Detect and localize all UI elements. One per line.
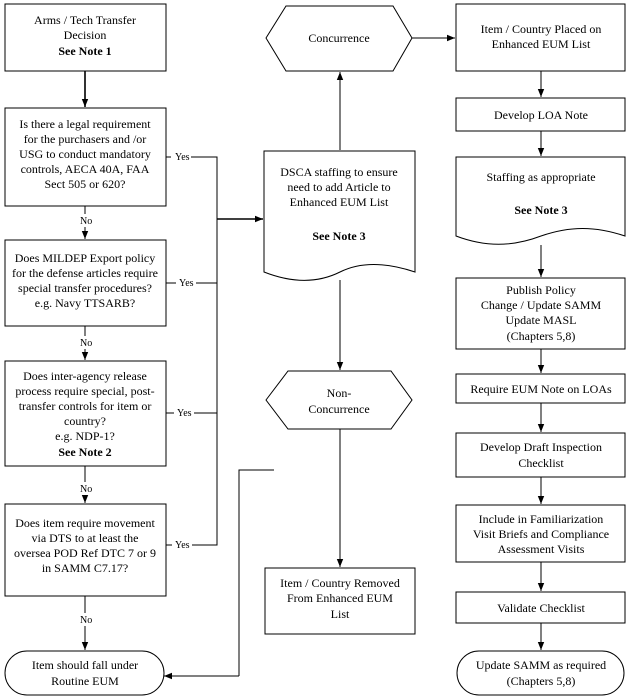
- yes-line-dts: [166, 219, 218, 546]
- svg-text:Require EUM Note on LOAs: Require EUM Note on LOAs: [470, 382, 612, 396]
- svg-text:process require special, post-: process require special, post-: [15, 384, 154, 398]
- svg-text:USG to conduct mandatory: USG to conduct mandatory: [19, 147, 151, 161]
- yes-label: Yes: [179, 278, 194, 289]
- svg-text:Include in Familiarization: Include in Familiarization: [479, 512, 604, 526]
- svg-text:Routine EUM: Routine EUM: [51, 674, 119, 688]
- svg-text:Arms / Tech Transfer: Arms / Tech Transfer: [34, 13, 136, 27]
- node-publish-policy: Publish Policy Change / Update SAMM Upda…: [455, 277, 626, 350]
- svg-text:From Enhanced EUM: From Enhanced EUM: [287, 591, 393, 605]
- node-staffing: Staffing as appropriate See Note 3: [455, 156, 626, 245]
- svg-text:See Note 3: See Note 3: [312, 229, 365, 243]
- svg-text:country?: country?: [64, 414, 106, 428]
- svg-text:Develop Draft Inspection: Develop Draft Inspection: [480, 440, 602, 454]
- node-update-samm: Update SAMM as required (Chapters 5,8): [456, 650, 625, 696]
- node-validate: Validate Checklist: [455, 591, 626, 624]
- svg-text:Item should fall under: Item should fall under: [32, 658, 138, 672]
- svg-text:for the purchasers and /or: for the purchasers and /or: [24, 132, 147, 146]
- node-mildep-policy: Does MILDEP Export policy for the defens…: [4, 239, 167, 327]
- no-label: No: [80, 484, 92, 495]
- node-require-eum: Require EUM Note on LOAs: [455, 373, 626, 404]
- nonconcurrence-return-line: [238, 469, 274, 676]
- branch-labels: Yes Yes Yes Yes No No No No: [78, 150, 196, 626]
- svg-text:Publish Policy: Publish Policy: [506, 283, 576, 297]
- svg-text:(Chapters 5,8): (Chapters 5,8): [507, 329, 576, 343]
- yes-label: Yes: [175, 152, 190, 163]
- node-familiarization: Include in Familiarization Visit Briefs …: [455, 504, 626, 563]
- node-routine-eum: Item should fall under Routine EUM: [4, 650, 165, 696]
- svg-text:controls, AECA 40A, FAA: controls, AECA 40A, FAA: [21, 162, 150, 176]
- svg-text:Item / Country Placed on: Item / Country Placed on: [481, 22, 602, 36]
- svg-text:oversea POD Ref DTC 7 or 9: oversea POD Ref DTC 7 or 9: [14, 546, 156, 560]
- svg-text:e.g. NDP-1?: e.g. NDP-1?: [55, 429, 115, 443]
- svg-text:Sect 505 or 620?: Sect 505 or 620?: [45, 177, 126, 191]
- svg-text:Update MASL: Update MASL: [506, 313, 577, 327]
- no-label: No: [80, 216, 92, 227]
- svg-text:transfer controls for item or: transfer controls for item or: [19, 399, 152, 413]
- yes-label: Yes: [175, 540, 190, 551]
- node-legal-requirement: Is there a legal requirement for the pur…: [4, 107, 167, 207]
- svg-text:Is there a legal requirement: Is there a legal requirement: [19, 117, 151, 131]
- node-placed: Item / Country Placed on Enhanced EUM Li…: [455, 3, 626, 72]
- svg-text:Update SAMM as required: Update SAMM as required: [476, 658, 606, 672]
- svg-text:(Chapters 5,8): (Chapters 5,8): [507, 674, 576, 688]
- svg-text:DSCA staffing to ensure: DSCA staffing to ensure: [280, 165, 397, 179]
- svg-text:need to add Article to: need to add Article to: [287, 180, 390, 194]
- svg-text:See Note 3: See Note 3: [514, 203, 567, 217]
- svg-text:Item / Country Removed: Item / Country Removed: [280, 576, 400, 590]
- svg-text:Does inter-agency release: Does inter-agency release: [23, 369, 147, 383]
- svg-text:Concurrence: Concurrence: [308, 31, 369, 45]
- yes-line-legal: [166, 156, 218, 219]
- node-concurrence: Concurrence: [265, 5, 413, 72]
- svg-text:for the defense articles requi: for the defense articles require: [12, 266, 158, 280]
- node-develop-loa: Develop LOA Note: [455, 97, 626, 132]
- svg-text:special transfer procedures?: special transfer procedures?: [18, 281, 152, 295]
- svg-text:See Note 1: See Note 1: [58, 44, 111, 58]
- svg-text:Does MILDEP Export policy: Does MILDEP Export policy: [15, 251, 156, 265]
- node-interagency-release: Does inter-agency release process requir…: [4, 360, 167, 467]
- yes-label: Yes: [177, 408, 192, 419]
- svg-text:Validate Checklist: Validate Checklist: [497, 601, 585, 615]
- node-non-concurrence: Non- Concurrence: [265, 370, 413, 430]
- svg-text:Visit Briefs and Compliance: Visit Briefs and Compliance: [473, 527, 609, 541]
- svg-text:List: List: [331, 607, 350, 621]
- node-draft-checklist: Develop Draft Inspection Checklist: [455, 432, 626, 478]
- svg-text:Decision: Decision: [64, 28, 107, 42]
- svg-text:Concurrence: Concurrence: [308, 402, 369, 416]
- node-removed: Item / Country Removed From Enhanced EUM…: [264, 567, 416, 635]
- svg-text:See Note 2: See Note 2: [58, 445, 111, 459]
- node-dsca-staffing: DSCA staffing to ensure need to add Arti…: [263, 150, 416, 281]
- svg-text:Change / Update SAMM: Change / Update SAMM: [481, 298, 602, 312]
- svg-text:e.g. Navy TTSARB?: e.g. Navy TTSARB?: [35, 296, 135, 310]
- svg-text:Non-: Non-: [327, 386, 352, 400]
- no-label: No: [80, 615, 92, 626]
- svg-text:Checklist: Checklist: [518, 456, 564, 470]
- node-dts-movement: Does item require movement via DTS to at…: [4, 503, 167, 597]
- svg-text:Enhanced EUM List: Enhanced EUM List: [492, 37, 591, 51]
- svg-text:Assessment Visits: Assessment Visits: [498, 542, 585, 556]
- svg-text:Develop LOA Note: Develop LOA Note: [494, 108, 588, 122]
- svg-text:Does item require movement: Does item require movement: [15, 516, 155, 530]
- svg-text:via DTS to at least the: via DTS to at least the: [32, 531, 139, 545]
- no-label: No: [80, 338, 92, 349]
- svg-text:Staffing as appropriate: Staffing as appropriate: [486, 170, 595, 184]
- node-arms-transfer: Arms / Tech Transfer Decision See Note 1: [4, 3, 167, 72]
- svg-text:Enhanced EUM List: Enhanced EUM List: [290, 195, 389, 209]
- svg-text:in SAMM C7.17?: in SAMM C7.17?: [42, 561, 128, 575]
